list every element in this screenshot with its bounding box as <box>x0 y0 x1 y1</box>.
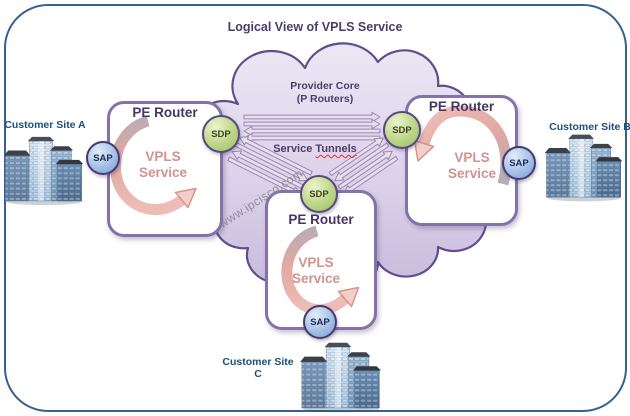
vpls-line1: VPLS <box>298 255 334 270</box>
service-tunnel-arrows <box>227 111 399 196</box>
sdp-node-right: SDP <box>383 111 421 149</box>
vpls-service-label-left: VPLS Service <box>118 149 208 181</box>
office-buildings-icon <box>3 135 85 207</box>
vpls-line1: VPLS <box>145 149 181 164</box>
customer-site-a-label: Customer Site A <box>4 119 86 131</box>
pe-router-title-left: PE Router <box>132 105 198 120</box>
pe-router-title-bottom: PE Router <box>288 212 354 227</box>
office-buildings-icon <box>299 341 383 414</box>
customer-site-b-label: Customer Site B <box>549 121 630 133</box>
customer-site-c-label: Customer Site C <box>222 356 294 380</box>
provider-core-line2: (P Routers) <box>296 93 354 105</box>
service-tunnels-word2: Tunnels <box>315 143 357 155</box>
sap-node-bottom: SAP <box>303 305 337 339</box>
pe-router-title-right: PE Router <box>428 99 495 114</box>
sdp-node-left: SDP <box>202 115 240 153</box>
vpls-service-label-bottom: VPLS Service <box>271 255 361 287</box>
provider-core-line1: Provider Core <box>290 80 360 92</box>
vpls-line2: Service <box>138 165 188 180</box>
sap-node-right: SAP <box>502 146 536 180</box>
vpls-line2: Service <box>291 271 341 286</box>
provider-core-label: Provider Core (P Routers) <box>255 80 395 106</box>
service-tunnels-label: Service Tunnels <box>255 143 375 155</box>
office-buildings-icon <box>544 133 624 203</box>
diagram-title: Logical View of VPLS Service <box>227 20 403 34</box>
sdp-node-bottom: SDP <box>300 175 338 213</box>
sap-node-left: SAP <box>86 141 120 175</box>
service-tunnels-word1: Service <box>273 143 313 155</box>
